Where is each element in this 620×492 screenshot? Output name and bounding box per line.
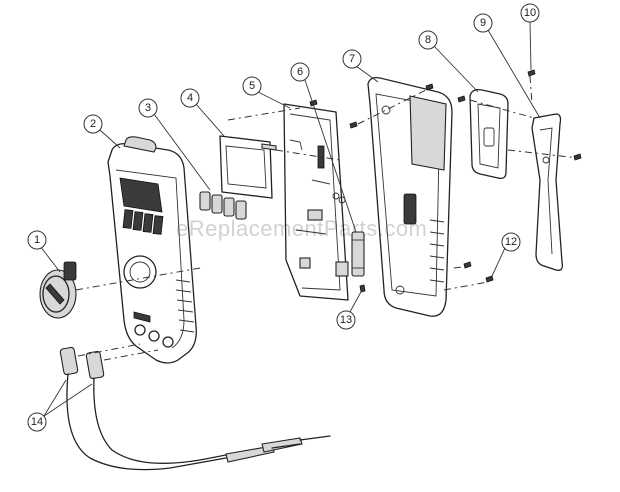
screw-icon xyxy=(457,95,466,103)
screw-icon xyxy=(359,284,366,293)
front-case-part xyxy=(107,136,197,364)
screw-icon xyxy=(485,275,494,283)
assembly-guide-lines xyxy=(75,75,579,361)
callout-14: 14 xyxy=(27,379,93,432)
callout-9: 9 xyxy=(473,13,541,119)
rear-case-part xyxy=(367,76,453,317)
screw-icon xyxy=(425,83,434,91)
svg-text:12: 12 xyxy=(505,236,517,248)
callout-1: 1 xyxy=(27,230,61,273)
svg-text:3: 3 xyxy=(145,102,151,114)
main-circuit-board-part xyxy=(283,103,349,301)
svg-text:6: 6 xyxy=(297,66,303,78)
screw-icon xyxy=(573,153,582,161)
test-leads-part xyxy=(59,346,331,471)
fuse-part xyxy=(351,231,365,277)
callout-12: 12 xyxy=(491,232,521,277)
tilt-stand-part xyxy=(531,113,564,271)
keypad-buttons-part xyxy=(199,191,247,220)
screw-icon xyxy=(527,69,536,77)
svg-text:5: 5 xyxy=(249,80,255,92)
rotary-knob-part xyxy=(39,261,77,319)
callout-2: 2 xyxy=(83,114,121,149)
svg-text:7: 7 xyxy=(349,53,355,65)
callout-6: 6 xyxy=(290,62,357,233)
lcd-display-part xyxy=(219,135,277,199)
svg-text:1: 1 xyxy=(34,234,40,246)
callout-3: 3 xyxy=(138,98,211,191)
watermark: eReplacementParts.com xyxy=(176,216,427,241)
callout-5: 5 xyxy=(242,76,291,109)
callout-7: 7 xyxy=(342,49,379,83)
svg-text:8: 8 xyxy=(425,34,431,46)
callout-10: 10 xyxy=(520,3,540,71)
callout-13: 13 xyxy=(336,289,363,330)
battery-door-part xyxy=(469,88,509,180)
svg-text:2: 2 xyxy=(90,118,96,130)
svg-text:9: 9 xyxy=(480,17,486,29)
svg-text:4: 4 xyxy=(187,92,193,104)
svg-text:14: 14 xyxy=(31,416,43,428)
svg-text:10: 10 xyxy=(524,7,536,19)
svg-text:13: 13 xyxy=(340,314,352,326)
callout-4: 4 xyxy=(180,88,225,137)
screw-icon xyxy=(349,121,358,129)
callout-8: 8 xyxy=(418,30,479,93)
